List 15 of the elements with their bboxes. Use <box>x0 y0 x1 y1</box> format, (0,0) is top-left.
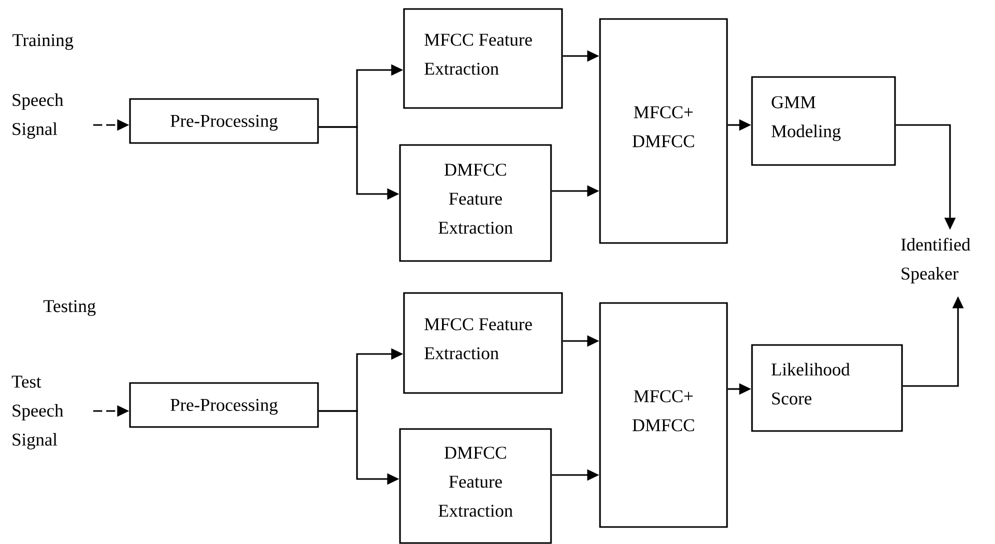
process-box: GMM Modeling <box>751 76 896 166</box>
process-box: Likelihood Score <box>751 344 903 432</box>
process-box: MFCC Feature Extraction <box>403 8 563 109</box>
process-box: Pre-Processing <box>129 98 319 144</box>
process-box: Pre-Processing <box>129 382 319 428</box>
input-label: Speech Signal <box>12 93 64 139</box>
input-label: Test Speech Signal <box>12 376 64 450</box>
output-label: Identified Speaker <box>901 238 970 284</box>
process-box: DMFCC Feature Extraction <box>399 144 552 262</box>
process-box: MFCC+ DMFCC <box>599 18 728 244</box>
process-box: MFCC Feature Extraction <box>403 292 563 394</box>
section-label: Testing <box>44 300 96 316</box>
process-box: DMFCC Feature Extraction <box>399 428 552 544</box>
process-box: MFCC+ DMFCC <box>599 302 728 528</box>
section-label: Training <box>12 34 74 50</box>
